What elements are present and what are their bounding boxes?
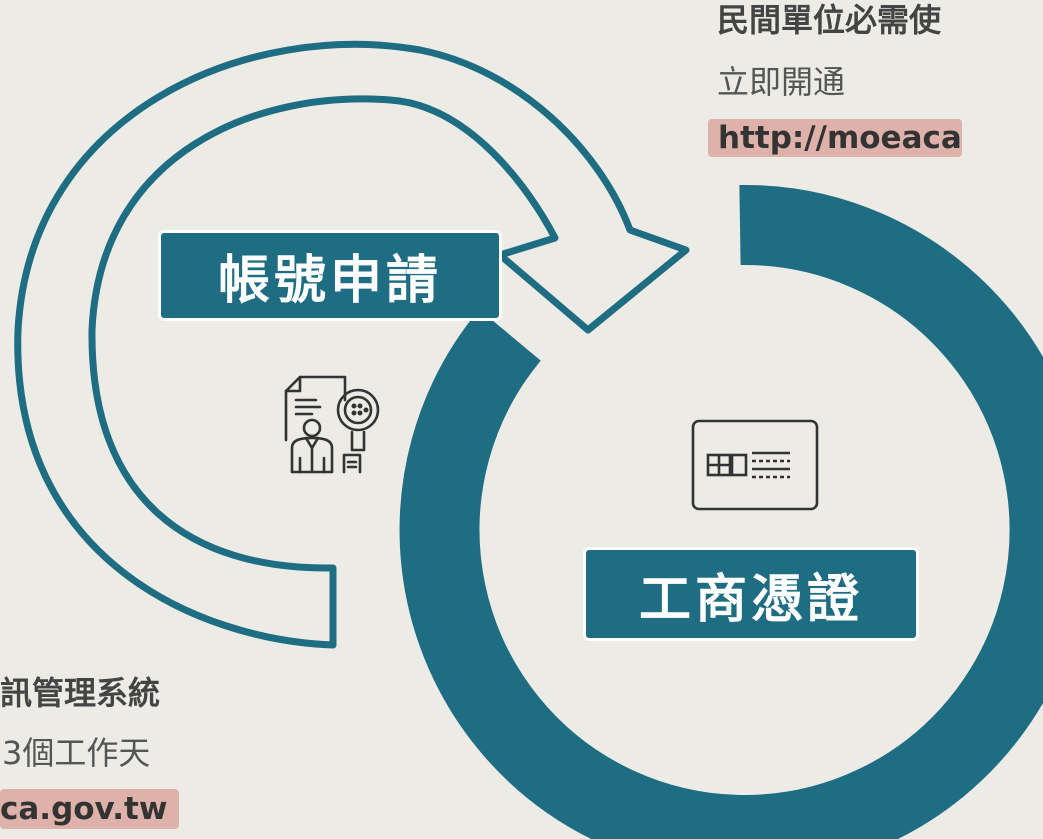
top-right-subtitle: 立即開通 [717,63,846,101]
bottom-left-url-link[interactable]: ca.gov.tw [0,789,180,829]
id-card-icon [691,419,819,511]
person-document-magnifier-icon [284,375,380,474]
business-certificate-label: 工商憑證 [583,547,919,641]
cycle-arrow [14,40,690,649]
top-right-heading: 民間單位必需使 [717,1,942,39]
bottom-left-heading: 訊管理系統 [0,674,161,712]
top-right-url-link[interactable]: http://moeaca [708,119,962,157]
certificate-ring [399,184,1043,839]
bottom-left-subtitle: 3個工作天 [2,734,151,772]
account-application-label: 帳號申請 [158,230,502,321]
